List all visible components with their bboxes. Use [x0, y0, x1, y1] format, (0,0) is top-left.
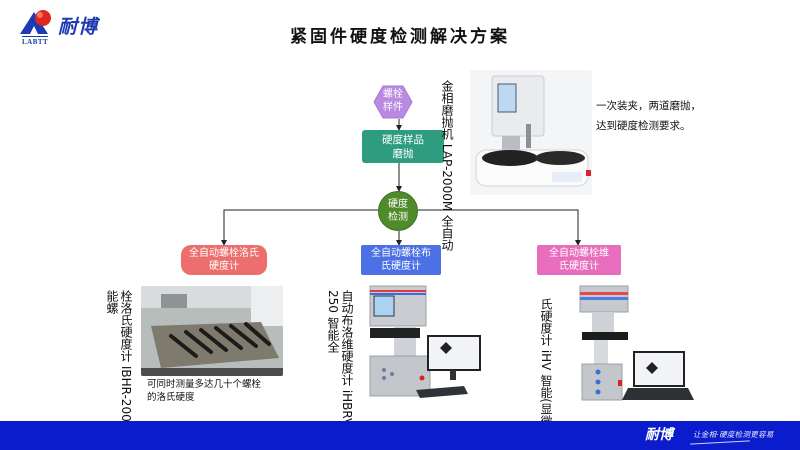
brinell-tester-illustration: [369, 285, 481, 398]
logo-chinese-name: 耐博: [58, 16, 99, 38]
bolt-fixture-illustration: [141, 286, 283, 376]
polisher-caption: 金相磨抛机 LAP-2000M 全自动: [440, 80, 454, 251]
bolt-sample-label: 螺栓 样件: [383, 89, 403, 113]
rockwell-note: 可同时测量多达几十个螺栓 的洛氏硬度: [147, 379, 262, 403]
polisher-machine-illustration: [470, 70, 592, 195]
brinell-caption-name: 自动布洛维硬度计: [340, 290, 354, 386]
footer-banner: 耐博 让金相·硬度检测更容易: [0, 421, 800, 450]
logo-text: LABTT: [22, 36, 49, 46]
vickers-caption-name: 氏硬度计: [539, 298, 553, 346]
brinell-caption-model: iHBRV-250 智能全: [326, 290, 354, 430]
flow-node-hardness-testing: 硬度 检测: [378, 191, 418, 231]
vickers-tester-image: [578, 282, 698, 402]
branch-vickers-tester: 全自动螺栓维 氏硬度计: [537, 245, 621, 275]
vickers-caption-model: iHV 智能(显微)维: [539, 349, 553, 444]
polisher-product-image: [470, 70, 592, 195]
polisher-note: 一次装夹，两道磨抛， 达到硬度检测要求。: [596, 100, 701, 132]
vickers-tester-illustration: [579, 285, 694, 401]
polisher-caption-name: 金相磨抛机: [440, 80, 454, 140]
flow-node-sample-polishing: 硬度样品 磨抛: [362, 130, 444, 163]
footer-slogan-underline: [690, 440, 750, 445]
page-title: 紧固件硬度检测解决方案: [290, 27, 510, 47]
hexagon-shape: [373, 85, 413, 119]
footer-slogan: 让金相·硬度检测更容易: [693, 430, 774, 439]
rockwell-fixture-image: [141, 286, 283, 376]
vickers-caption: 氏硬度计 iHV 智能(显微)维: [539, 298, 553, 444]
polisher-caption-model: LAP-2000M 全自动: [440, 143, 454, 252]
arrow-detect-to-rockwell: [221, 209, 378, 246]
company-logo: LABTT 耐博: [18, 6, 118, 46]
brinell-caption: 自动布洛维硬度计 iHBRV-250 智能全: [326, 290, 354, 450]
logo-mark-icon: [20, 10, 51, 34]
branch-brinell-tester: 全自动螺栓布 氏硬度计: [361, 245, 441, 275]
rockwell-caption-name: 栓洛氏硬度计: [119, 290, 133, 362]
branch-rockwell-tester: 全自动螺栓洛氏 硬度计: [181, 245, 267, 275]
flow-node-bolt-sample: 螺栓 样件: [373, 85, 413, 119]
brinell-tester-image: [364, 282, 484, 402]
footer-brand: 耐博: [645, 427, 673, 443]
